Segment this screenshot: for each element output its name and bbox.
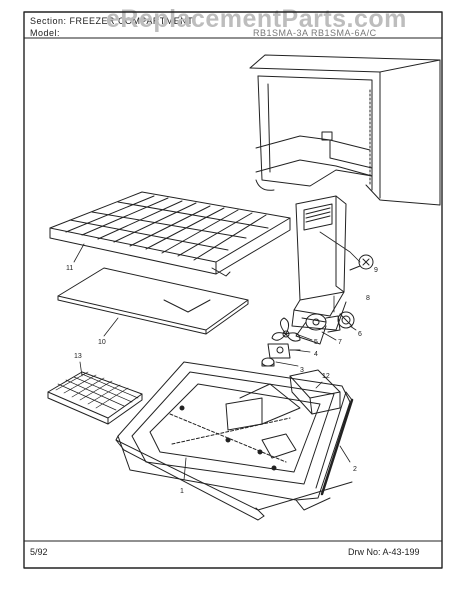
- freezer-floor-pan: [115, 361, 353, 521]
- fan-motor-6: [337, 311, 355, 329]
- section-label: Section:: [30, 16, 67, 26]
- model-label: Model:: [30, 28, 61, 38]
- section-heading: Section: FREEZER COMPARTMENT: [30, 16, 193, 26]
- wire-shelf: [49, 191, 291, 277]
- watermark: eReplacementParts.com: [106, 5, 407, 33]
- callout-10: 10: [98, 339, 106, 346]
- motor-4: [267, 343, 301, 359]
- air-duct-cover: [291, 195, 347, 331]
- callout-6: 6: [358, 331, 362, 338]
- part-12-block: [289, 369, 341, 415]
- callout-4: 4: [314, 351, 318, 358]
- door-gasket-trim: [315, 391, 354, 496]
- callout-5: 5: [314, 339, 318, 346]
- callout-7: 7: [338, 339, 342, 346]
- callout-labels: 1 2 3 4 5 6 7 8 9 10 11 12 13: [66, 265, 378, 495]
- drawing-label: Drw No:: [348, 547, 381, 557]
- border: [23, 11, 443, 569]
- model-heading: Model: RB1SMA-3A RB1SMA-6A/C: [30, 28, 377, 38]
- callout-13: 13: [74, 353, 82, 360]
- drawing-number: A-43-199: [382, 547, 420, 557]
- screw-9: [349, 254, 374, 271]
- fan-blade: [271, 317, 301, 342]
- leader-lines: [73, 243, 357, 481]
- leader-9-line: [319, 231, 361, 263]
- callout-2: 2: [353, 466, 357, 473]
- callout-12: 12: [322, 373, 330, 380]
- callout-9: 9: [374, 267, 378, 274]
- footer-date: 5/92: [30, 547, 48, 557]
- callout-1: 1: [180, 488, 184, 495]
- callout-3: 3: [300, 367, 304, 374]
- callout-11: 11: [66, 265, 73, 272]
- ice-cube-tray: [47, 371, 143, 425]
- freezer-cabinet: [249, 54, 441, 206]
- footer-drawing: Drw No: A-43-199: [348, 547, 420, 557]
- model-list: RB1SMA-3A RB1SMA-6A/C: [253, 28, 377, 38]
- shelf-mat: [57, 267, 249, 335]
- grommet-3: [261, 357, 275, 367]
- section-value: FREEZER COMPARTMENT: [69, 16, 194, 26]
- callout-8: 8: [366, 295, 370, 302]
